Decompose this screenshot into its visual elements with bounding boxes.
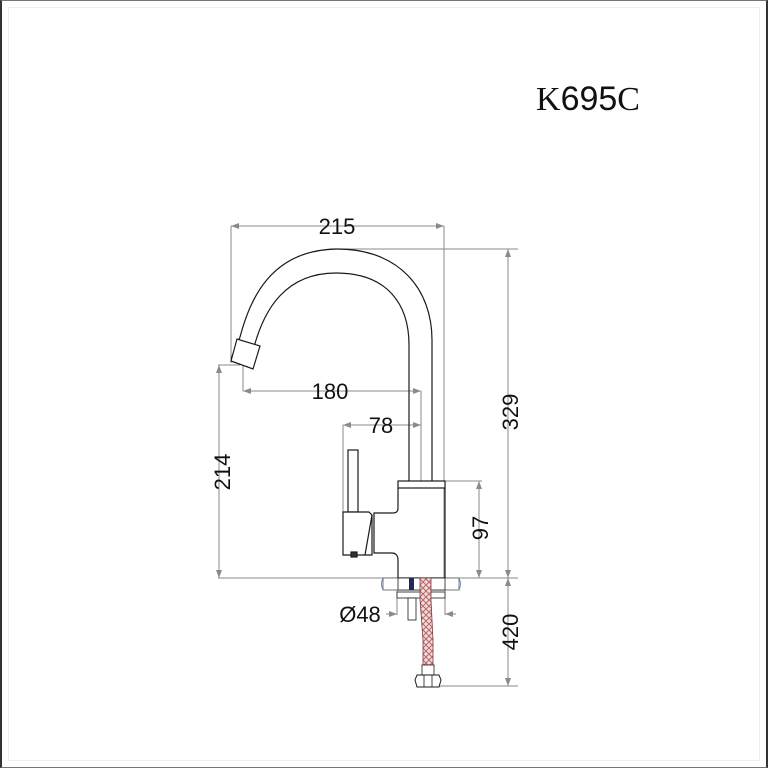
dim-total-height: 329 [498,394,523,431]
dim-hose-length: 420 [498,614,523,651]
faucet-outline [230,248,446,579]
handle-lever [347,449,359,513]
body-collar [397,480,446,489]
handle-bevel [364,514,373,556]
dim-outlet-height: 214 [210,454,235,491]
dim-handle-reach: 78 [369,413,393,438]
handle-screw [350,551,358,558]
braided-hose [419,577,434,666]
aerator [230,338,261,370]
dim-body-height: 97 [468,516,493,540]
dim-spout-reach-outlet: 180 [312,379,349,404]
handle-hub [342,511,373,556]
dim-base-diameter: Ø48 [339,602,381,627]
mounting-assembly [381,577,461,688]
spout-outer [230,248,433,481]
inner-frame [8,7,760,761]
spout-inner [253,272,410,481]
faucet-body [373,488,446,579]
dimension-lines [216,223,518,687]
dim-spout-reach-total: 215 [319,214,356,239]
model-digits: 695 [560,80,618,118]
model-number: K695C [536,80,640,119]
model-prefix: K [536,81,561,118]
model-suffix: C [617,81,640,118]
